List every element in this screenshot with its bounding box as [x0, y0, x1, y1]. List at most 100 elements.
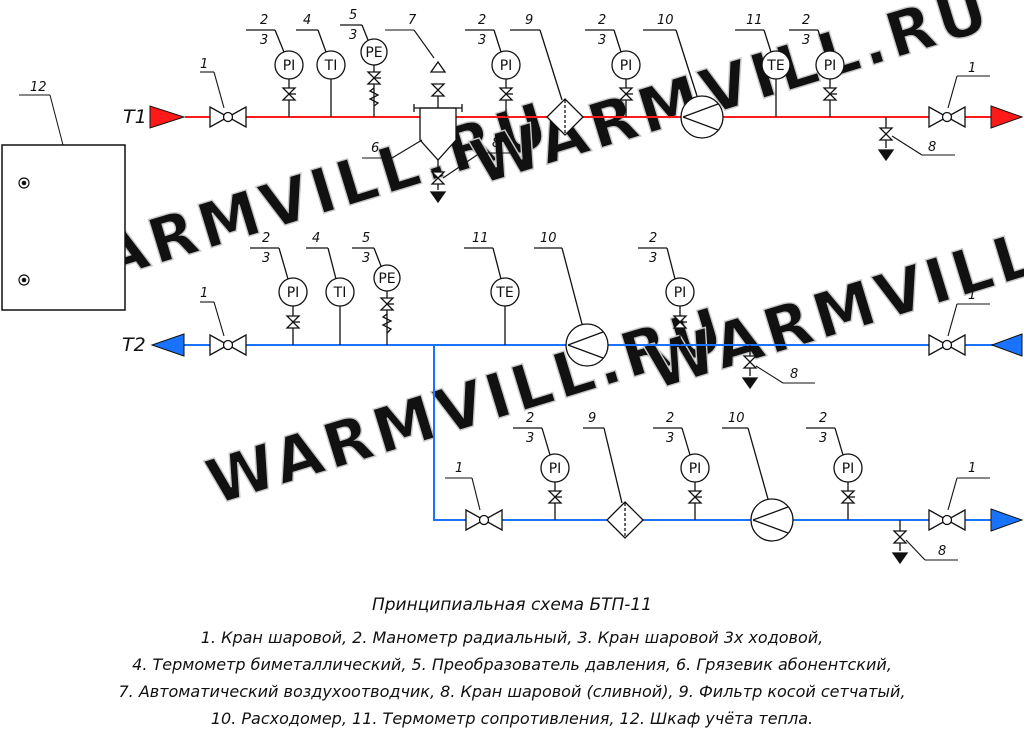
pressure-gauge-assembly [638, 247, 695, 345]
callout-1: 1 [200, 286, 208, 301]
temperature-sensor-assembly [464, 247, 583, 345]
ball-valve [928, 508, 966, 532]
thermometer-label: TI [324, 58, 338, 74]
drain-valve [429, 160, 447, 204]
callout-2: 2 [260, 13, 268, 28]
callout-1: 1 [968, 288, 976, 303]
pressure-gauge-assembly [246, 29, 304, 117]
supply-label: Т1 [123, 106, 147, 128]
pressure-gauge-assembly [585, 29, 698, 117]
callout-3: 3 [649, 251, 657, 266]
callout-5: 5 [362, 231, 370, 246]
callout-1: 1 [968, 461, 976, 476]
branch-outlet-arrow [990, 508, 1024, 532]
thermometer-assembly [296, 29, 346, 117]
legend-line: 4. Термометр биметаллический, 5. Преобра… [132, 655, 892, 674]
pressure-gauge-label: PI [500, 58, 513, 74]
pressure-gauge-assembly [789, 29, 845, 117]
pressure-gauge-assembly [465, 29, 563, 117]
legend-line: 1. Кран шаровой, 2. Манометр радиальный,… [200, 628, 824, 647]
return-outlet-arrow [150, 333, 185, 357]
callout-8: 8 [492, 136, 500, 151]
callout-2: 2 [526, 411, 534, 426]
callout-9: 9 [525, 13, 533, 28]
ball-valve [209, 333, 247, 357]
temperature-sensor-assembly [735, 29, 791, 117]
ball-valve [209, 105, 247, 129]
flowmeter [750, 498, 794, 542]
pressure-gauge-label: PI [674, 285, 687, 301]
watermark: WARMVILL.RU WARMVILL.RU WARMVILL.RU WARM… [22, 0, 1024, 520]
callout-11: 11 [746, 13, 763, 28]
callout-3: 3 [260, 33, 268, 48]
pressure-gauge-label: PI [824, 58, 837, 74]
callout-1: 1 [968, 61, 976, 76]
legend-line: 7. Автоматический воздухоотводчик, 8. Кр… [118, 682, 906, 701]
callout-10: 10 [657, 13, 674, 28]
callout-3: 3 [666, 431, 674, 446]
callout-3: 3 [598, 33, 606, 48]
thermometer-assembly [306, 247, 355, 345]
callout-8: 8 [790, 367, 798, 382]
drain-valve [891, 520, 909, 565]
callout-3: 3 [478, 33, 486, 48]
callout-4: 4 [303, 13, 311, 28]
callout-10: 10 [728, 411, 745, 426]
pressure-transmitter-label: PE [378, 271, 395, 287]
pressure-gauge-label: PI [689, 461, 702, 477]
strainer [546, 98, 584, 136]
mud-trap [413, 104, 463, 161]
supply-outlet-arrow [990, 105, 1024, 129]
callout-3: 3 [802, 33, 810, 48]
callout-11: 11 [472, 231, 489, 246]
callout-1: 1 [455, 461, 463, 476]
pressure-gauge-label: PI [549, 461, 562, 477]
callout-3: 3 [526, 431, 534, 446]
watermark-text: WARMVILL.RU [463, 0, 1000, 199]
callout-2: 2 [666, 411, 674, 426]
return-inlet-arrow [990, 333, 1023, 357]
temperature-sensor-label: TE [766, 58, 784, 74]
pressure-transmitter-assembly [352, 247, 401, 345]
legend-line: 10. Расходомер, 11. Термометр сопротивле… [210, 709, 814, 728]
callout-3: 3 [362, 251, 370, 266]
callout-6: 6 [371, 141, 379, 156]
temperature-sensor-label: TE [495, 285, 513, 301]
pressure-gauge-label: PI [287, 285, 300, 301]
ball-valve [928, 333, 966, 357]
callout-8: 8 [938, 544, 946, 559]
callout-2: 2 [598, 13, 606, 28]
air-vent [429, 60, 447, 108]
supply-inlet-arrow [149, 105, 186, 129]
callout-2: 2 [478, 13, 486, 28]
flowmeter [680, 95, 724, 139]
pressure-gauge-label: PI [283, 58, 296, 74]
drain-valve [877, 117, 895, 162]
callout-3: 3 [819, 431, 827, 446]
callout-2: 2 [649, 231, 657, 246]
ball-valve [928, 105, 966, 129]
thermometer-label: TI [333, 285, 347, 301]
callout-3: 3 [349, 28, 357, 43]
callout-2: 2 [819, 411, 827, 426]
heat-metering-cabinet: 12 [1, 80, 126, 311]
watermark-text: WARMVILL.RU [198, 292, 735, 519]
flowmeter [565, 323, 609, 367]
pressure-transmitter-label: PE [365, 45, 382, 61]
pressure-gauge-assembly [250, 247, 308, 345]
pressure-gauge-assembly [513, 427, 623, 520]
scheme-title: Принципиальная схема БТП-11 [371, 595, 653, 615]
supply-line-t1: Т1 [123, 105, 1024, 129]
callout-7: 7 [408, 13, 417, 28]
callout-2: 2 [262, 231, 270, 246]
pressure-gauge-assembly [806, 427, 863, 520]
pressure-transmitter-assembly [340, 24, 388, 117]
callout-4: 4 [312, 231, 320, 246]
callout-8: 8 [928, 140, 936, 155]
callout-3: 3 [262, 251, 270, 266]
ball-valve [465, 508, 503, 532]
drain-valve [741, 345, 759, 390]
watermark-text: WARMVILL.RU [638, 177, 1024, 404]
return-label: Т2 [122, 334, 146, 356]
